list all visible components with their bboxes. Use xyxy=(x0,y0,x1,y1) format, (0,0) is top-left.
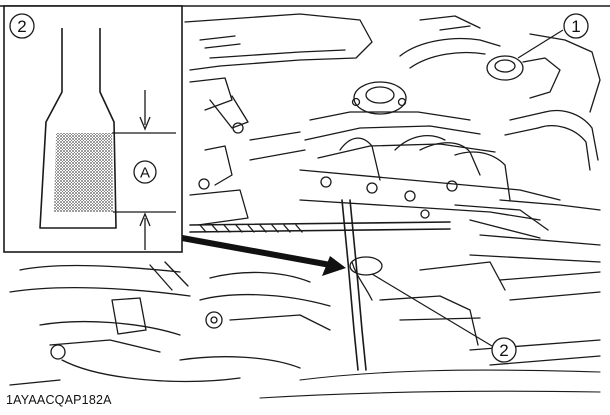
range-label: A xyxy=(140,165,150,182)
range-label-circle xyxy=(133,160,157,184)
dipstick-detail-inset: A 2 xyxy=(3,5,183,253)
callout-2-group: 2 xyxy=(371,273,517,363)
callout-dipstick-location: 2 xyxy=(499,341,508,360)
callout-1-group: 1 xyxy=(517,13,589,59)
pointer-arrow xyxy=(181,235,346,276)
callout-dipstick-detail: 2 xyxy=(17,17,26,36)
figure-id: 1AYAACQAP182A xyxy=(6,393,112,407)
callout-dipstick-top: 1 xyxy=(571,17,580,36)
engine-line-art xyxy=(0,5,610,399)
oil-range-hatch xyxy=(54,133,113,212)
